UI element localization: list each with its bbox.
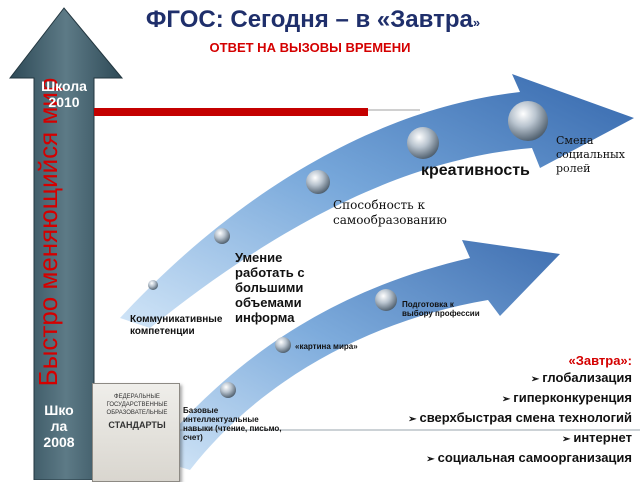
- milestone-ball: [375, 289, 397, 311]
- worldview-label: «картина мира»: [295, 342, 358, 351]
- creativity-label: креативность: [421, 162, 530, 179]
- book-title: СТАНДАРТЫ: [108, 420, 166, 430]
- basic-skills-label: Базовые интеллектуальные навыки (чтение,…: [183, 406, 282, 442]
- tomorrow-item: сверхбыстрая смена технологий: [408, 409, 632, 429]
- milestone-ball: [306, 170, 330, 194]
- tomorrow-list: «Завтра»: глобализация гиперконкуренция …: [408, 352, 632, 469]
- page-title: ФГОС: Сегодня – в «Завтра»: [108, 6, 518, 34]
- milestone-ball: [407, 127, 439, 159]
- lower-curved-arrow: [150, 240, 560, 470]
- tomorrow-item: социальная самоорганизация: [408, 449, 632, 469]
- communicative-label: Коммуникативные компетенции: [130, 314, 223, 337]
- self-education-label: Способность к самообразованию: [333, 198, 447, 227]
- milestone-ball: [148, 280, 158, 290]
- tomorrow-item: гиперконкуренция: [408, 389, 632, 409]
- book-text: ГОСУДАРСТВЕННЫЕ: [106, 402, 168, 408]
- page-subtitle: ОТВЕТ НА ВЫЗОВЫ ВРЕМЕНИ: [209, 40, 411, 55]
- profession-label: Подготовка к выбору профессии: [402, 300, 480, 318]
- milestone-ball: [275, 337, 291, 353]
- milestone-ball: [220, 382, 236, 398]
- tomorrow-heading: «Завтра»:: [568, 353, 632, 368]
- milestone-ball: [214, 228, 230, 244]
- tomorrow-item: интернет: [408, 429, 632, 449]
- school-2008-label: Шко ла 2008: [43, 402, 75, 450]
- school-2010-label: Школа 2010: [41, 78, 87, 110]
- big-data-label: Умение работать с большими объемами инфо…: [235, 250, 305, 325]
- book-text: ФЕДЕРАЛЬНЫЕ: [114, 394, 160, 400]
- upper-curved-arrow: [120, 74, 634, 328]
- red-bar: [94, 108, 368, 116]
- tomorrow-item: глобализация: [408, 369, 632, 389]
- title-main: ФГОС: Сегодня – в «Завтра: [145, 6, 473, 33]
- milestone-ball: [508, 101, 548, 141]
- standards-book-image: ФЕДЕРАЛЬНЫЕ ГОСУДАРСТВЕННЫЕ ОБРАЗОВАТЕЛЬ…: [92, 383, 180, 482]
- roles-label: Смена социальных ролей: [556, 134, 626, 175]
- book-text: ОБРАЗОВАТЕЛЬНЫЕ: [106, 410, 168, 416]
- title-end: »: [472, 15, 481, 30]
